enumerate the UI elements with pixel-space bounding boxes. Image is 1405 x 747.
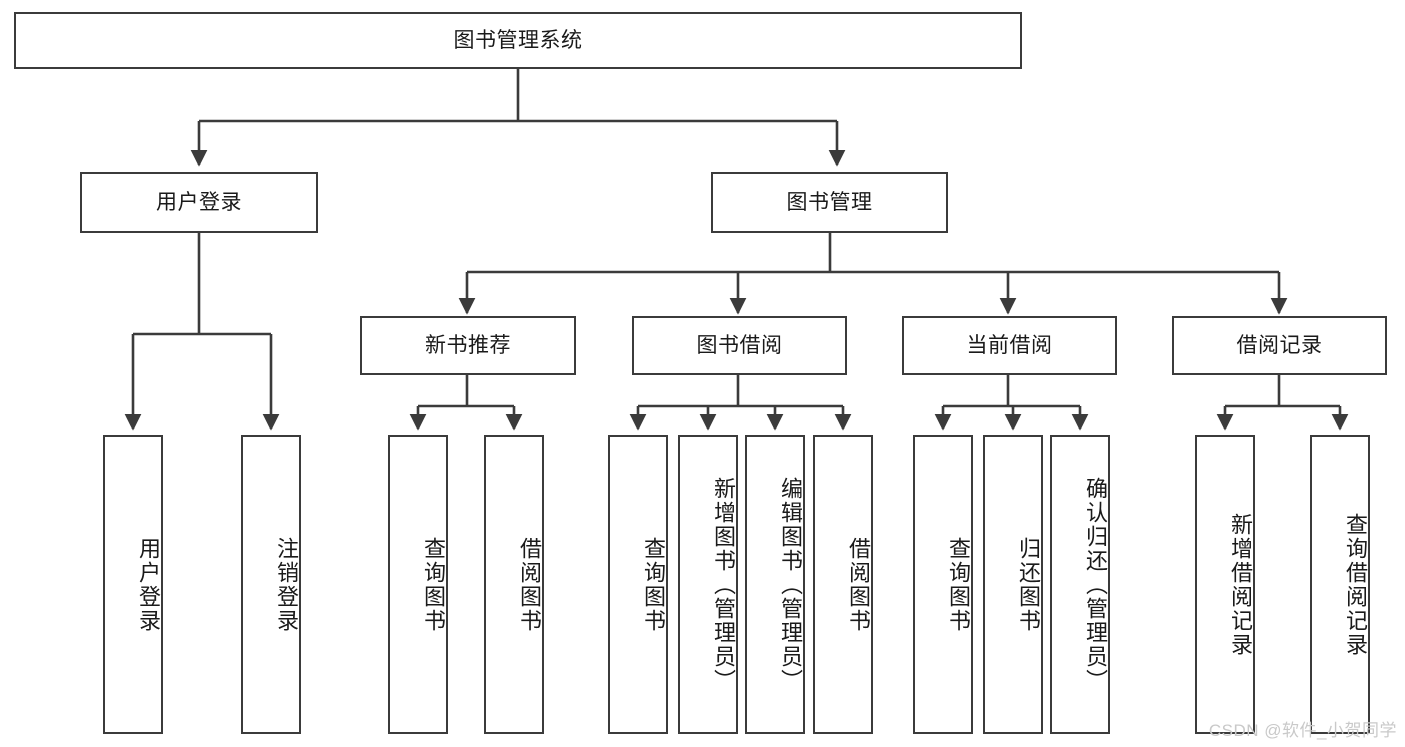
node-borrow-record[interactable]: 借阅记录 — [1172, 316, 1387, 375]
node-leaf-logout[interactable]: 注销登录 — [241, 435, 301, 734]
node-leaf-user-login-label: 用户登录 — [136, 536, 161, 633]
node-leaf-add-record[interactable]: 新增借阅记录 — [1195, 435, 1255, 734]
node-leaf-return-book-label: 归还图书 — [1016, 536, 1041, 633]
node-leaf-return-book[interactable]: 归还图书 — [983, 435, 1043, 734]
watermark-text: CSDN @软件_小贺同学 — [1208, 721, 1397, 740]
node-book-borrow[interactable]: 图书借阅 — [632, 316, 847, 375]
node-leaf-borrow-book-1[interactable]: 借阅图书 — [484, 435, 544, 734]
node-leaf-edit-book-label: 编辑图书（管理员） — [778, 476, 803, 693]
node-leaf-confirm-return[interactable]: 确认归还（管理员） — [1050, 435, 1110, 734]
node-user-login[interactable]: 用户登录 — [80, 172, 318, 233]
node-leaf-borrow-book-2-label: 借阅图书 — [846, 536, 871, 633]
node-root-label: 图书管理系统 — [453, 28, 583, 52]
node-leaf-logout-label: 注销登录 — [274, 536, 299, 633]
node-borrow-record-label: 借阅记录 — [1236, 333, 1323, 357]
node-leaf-query-book-2[interactable]: 查询图书 — [608, 435, 668, 734]
node-leaf-edit-book[interactable]: 编辑图书（管理员） — [745, 435, 805, 734]
node-leaf-add-record-label: 新增借阅记录 — [1228, 512, 1253, 657]
node-leaf-user-login[interactable]: 用户登录 — [103, 435, 163, 734]
node-new-book-recommend[interactable]: 新书推荐 — [360, 316, 576, 375]
node-leaf-query-record-label: 查询借阅记录 — [1343, 512, 1368, 657]
node-leaf-add-book-label: 新增图书（管理员） — [711, 476, 736, 693]
node-leaf-add-book[interactable]: 新增图书（管理员） — [678, 435, 738, 734]
node-book-management[interactable]: 图书管理 — [711, 172, 948, 233]
node-leaf-borrow-book-1-label: 借阅图书 — [517, 536, 542, 633]
node-leaf-query-book-2-label: 查询图书 — [641, 536, 666, 633]
node-leaf-borrow-book-2[interactable]: 借阅图书 — [813, 435, 873, 734]
node-leaf-query-record[interactable]: 查询借阅记录 — [1310, 435, 1370, 734]
node-new-book-recommend-label: 新书推荐 — [425, 333, 511, 357]
node-leaf-query-book-3[interactable]: 查询图书 — [913, 435, 973, 734]
node-current-borrow-label: 当前借阅 — [966, 333, 1053, 357]
node-book-management-label: 图书管理 — [786, 190, 873, 214]
node-root[interactable]: 图书管理系统 — [14, 12, 1022, 69]
node-leaf-query-book-1-label: 查询图书 — [421, 536, 446, 633]
node-current-borrow[interactable]: 当前借阅 — [902, 316, 1117, 375]
node-leaf-query-book-3-label: 查询图书 — [946, 536, 971, 633]
node-leaf-confirm-return-label: 确认归还（管理员） — [1083, 476, 1108, 693]
node-book-borrow-label: 图书借阅 — [696, 333, 783, 357]
node-user-login-label: 用户登录 — [156, 190, 242, 214]
node-leaf-query-book-1[interactable]: 查询图书 — [388, 435, 448, 734]
